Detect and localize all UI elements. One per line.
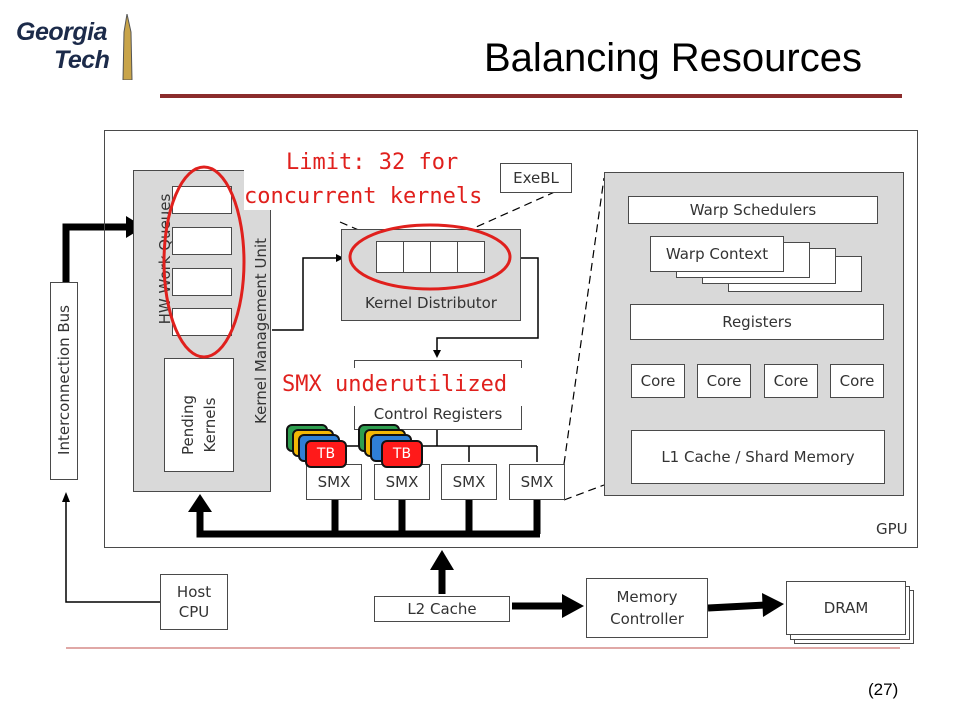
queues-highlight-ellipse: [162, 165, 246, 359]
hw-queue-slot: [172, 268, 232, 296]
tower-icon: [122, 14, 133, 80]
smx-underutilized-bg: [280, 368, 524, 406]
exebl-box: ExeBL: [500, 163, 572, 193]
core-box: Core: [631, 364, 685, 398]
logo-line2: Tech: [54, 46, 110, 74]
warp-context: Warp Context: [650, 236, 784, 272]
warp-schedulers: Warp Schedulers: [628, 196, 878, 224]
l1-cache: L1 Cache / Shard Memory: [631, 430, 885, 484]
page-number: (27): [868, 680, 899, 699]
georgia-tech-logo: Georgia Tech: [14, 14, 139, 80]
gpu-frame: [104, 130, 918, 548]
kernel-distributor: Kernel Distributor: [341, 229, 521, 321]
smx-underutilized-annotation: SMX underutilized: [282, 372, 508, 397]
distributor-slot: [430, 241, 458, 273]
thread-block: TB: [305, 440, 347, 468]
l2-cache: L2 Cache: [374, 596, 510, 622]
slide-title: Balancing Resources: [484, 36, 862, 80]
hw-queue-slot: [172, 308, 232, 336]
core-box: Core: [697, 364, 751, 398]
interconnection-bus: [50, 282, 78, 480]
hw-queue-slot: [172, 227, 232, 255]
title-rule: [160, 94, 902, 98]
pending-kernels-box: [164, 358, 234, 472]
smx-box: SMX: [509, 464, 565, 500]
core-box: Core: [764, 364, 818, 398]
distributor-slot: [403, 241, 431, 273]
distributor-highlight-ellipse: [348, 223, 512, 291]
distributor-slot: [457, 241, 485, 273]
registers: Registers: [630, 304, 884, 340]
thread-block: TB: [381, 440, 423, 468]
smx-box: SMX: [441, 464, 497, 500]
logo-line1: Georgia: [16, 18, 107, 46]
hw-queue-slot: [172, 186, 232, 214]
core-box: Core: [830, 364, 884, 398]
dram: DRAM: [786, 581, 906, 635]
smx-box: SMX: [306, 464, 362, 500]
host-cpu: Host CPU: [160, 574, 228, 630]
gpu-label: GPU: [876, 520, 908, 538]
limit-annotation-line1: Limit: 32 for: [286, 150, 459, 175]
distributor-slot: [376, 241, 404, 273]
smx-box: SMX: [374, 464, 430, 500]
limit-annotation-line2: concurrent kernels: [244, 184, 483, 209]
limit-annotation-bg: [244, 152, 494, 210]
memory-controller: Memory Controller: [586, 578, 708, 638]
